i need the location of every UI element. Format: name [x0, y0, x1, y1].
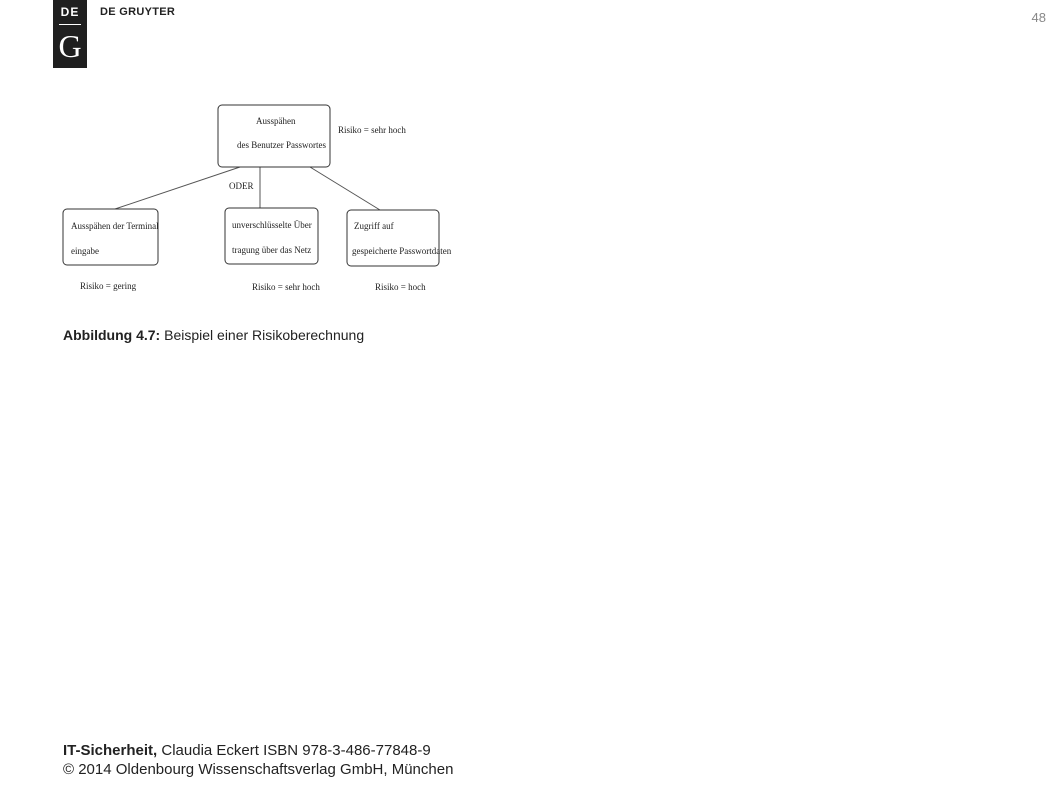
publisher-name: DE GRUYTER [100, 6, 176, 18]
caption-text: Beispiel einer Risikoberechnung [164, 327, 365, 343]
child-node-1-risk: Risiko = gering [80, 281, 137, 291]
root-node-line2: des Benutzer Passwortes [237, 140, 326, 150]
book-footer: IT-Sicherheit, Claudia Eckert ISBN 978-3… [63, 741, 453, 779]
footer-line1: IT-Sicherheit, Claudia Eckert ISBN 978-3… [63, 741, 453, 760]
edge-root-child-1 [114, 166, 241, 210]
child-node-2-risk: Risiko = sehr hoch [252, 282, 320, 292]
child-node-1-line1: Ausspähen der Terminal [71, 221, 159, 231]
child-node-3-line1: Zugriff auf [354, 221, 394, 231]
book-author-isbn: Claudia Eckert ISBN 978-3-486-77848-9 [161, 742, 431, 759]
child-node-1-box [62, 208, 159, 266]
root-node-box [217, 104, 331, 168]
logo-de-text: DE [60, 5, 80, 19]
root-node-risk: Risiko = sehr hoch [338, 125, 406, 135]
figure-caption: Abbildung 4.7: Beispiel einer Risikobere… [63, 327, 364, 343]
child-node-2-line2: tragung über das Netz [232, 245, 311, 255]
child-node-2-line1: unverschlüsselte Über [232, 220, 312, 230]
operator-label: ODER [229, 181, 254, 191]
child-node-2-box [224, 207, 319, 265]
de-gruyter-logo: DE G [53, 0, 87, 68]
child-node-1-line2: eingabe [71, 246, 99, 256]
page-number: 48 [1031, 10, 1046, 25]
child-node-3-box [346, 209, 440, 267]
logo-divider [59, 24, 81, 25]
root-node-line1: Ausspähen [256, 116, 296, 126]
logo-g-text: G [58, 28, 82, 64]
caption-label: Abbildung 4.7: [63, 327, 161, 343]
child-node-3-risk: Risiko = hoch [375, 282, 426, 292]
edge-root-child-3 [309, 166, 381, 211]
book-title: IT-Sicherheit, [63, 742, 158, 759]
footer-copyright: © 2014 Oldenbourg Wissenschaftsverlag Gm… [63, 761, 454, 778]
child-node-3-line2: gespeicherte Passwortdaten [352, 246, 452, 256]
